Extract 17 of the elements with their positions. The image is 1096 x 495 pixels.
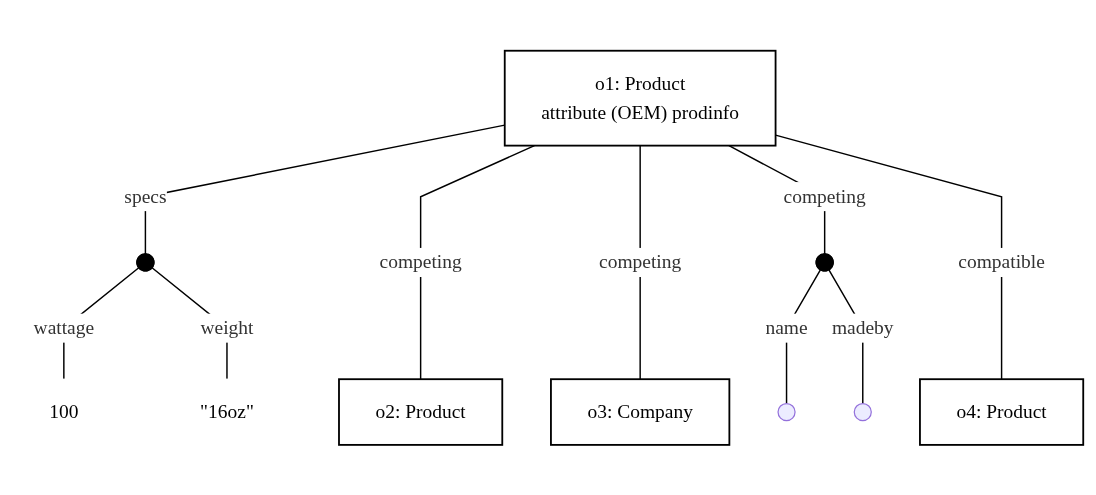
edge-label: name: [765, 316, 808, 338]
edge-label: wattage: [33, 316, 95, 338]
node-box: o2: Product: [338, 377, 504, 446]
node-text: "16oz": [200, 400, 254, 422]
edge-label: weight: [200, 316, 254, 338]
edge-label: madeby: [831, 316, 894, 338]
node-point: [853, 402, 872, 421]
edge-label: specs: [124, 185, 167, 207]
edge-label: competing: [783, 185, 866, 207]
node-text: 100: [49, 400, 79, 422]
node-box: o1: Product attribute (OEM) prodinfo: [503, 49, 777, 147]
edge-label: competing: [379, 251, 462, 272]
node-box: o3: Company: [550, 377, 731, 446]
node-box: o4: Product: [919, 377, 1085, 446]
edge-label: compatible: [958, 251, 1045, 272]
edge-label: competing: [599, 251, 682, 272]
node-point: [777, 402, 796, 421]
